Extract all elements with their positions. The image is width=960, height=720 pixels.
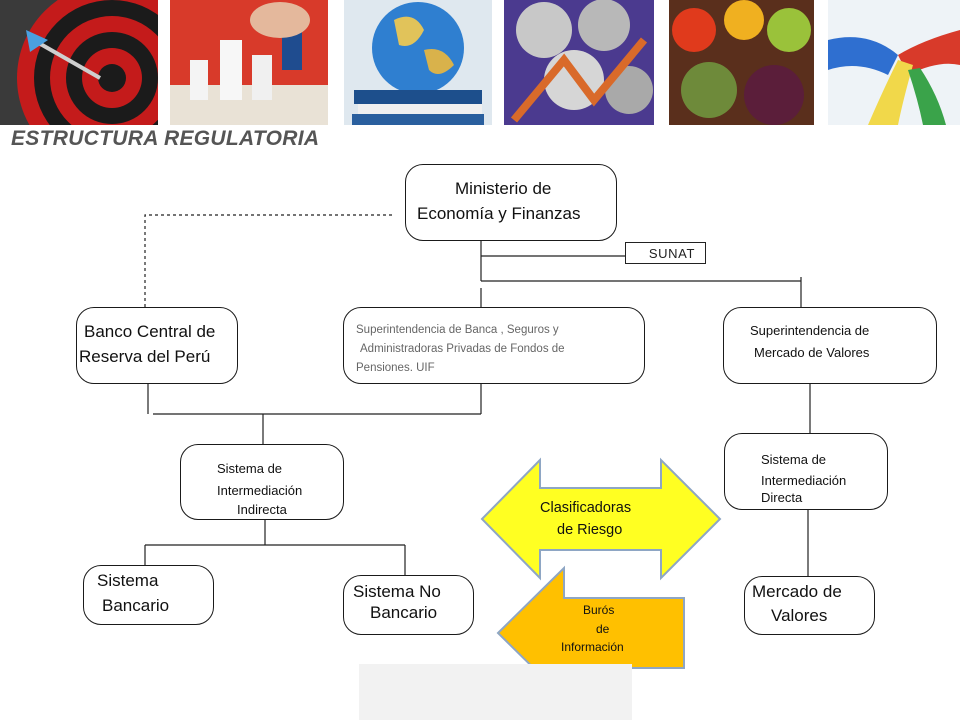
dartboard-photo [0, 0, 158, 125]
bcrp-line2: Reserva del Perú [79, 347, 211, 366]
mef-line1: Ministerio de [455, 179, 552, 198]
nobancario-line2: Bancario [370, 603, 438, 622]
vegetables-photo [669, 0, 814, 125]
sbs-line1: Superintendencia de Banca , Seguros y [356, 324, 559, 336]
sii-line2: Intermediación [217, 483, 303, 498]
buros-line3: Información [561, 640, 624, 654]
node-mef [405, 164, 617, 241]
node-sbs [343, 307, 645, 384]
coins-photo [504, 0, 654, 125]
node-sistema-bancario [83, 565, 214, 625]
node-intermediacion-directa [724, 433, 888, 510]
mef-line2: Economía y Finanzas [417, 204, 581, 223]
smv-line1: Superintendencia de [750, 323, 870, 338]
sid-line1: Sistema de [761, 452, 827, 467]
mercado-line1: Mercado de [752, 582, 842, 601]
sii-line1: Sistema de [217, 461, 283, 476]
chess-photo [170, 0, 328, 125]
node-sistema-no-bancario [343, 575, 474, 635]
sid-line2: Intermediación [761, 473, 847, 488]
sid-line3: Directa [761, 490, 803, 505]
node-mercado-valores [744, 576, 875, 635]
node-smv [723, 307, 937, 384]
buros-line2: de [596, 622, 610, 636]
bancario-line1: Sistema [97, 571, 159, 590]
globe-photo [344, 0, 492, 125]
smv-line2: Mercado de Valores [754, 345, 870, 360]
clasificadoras-arrow [480, 457, 722, 581]
clasificadoras-line2: de Riesgo [557, 522, 623, 538]
hands-photo [828, 0, 960, 125]
footer-panel [359, 664, 632, 720]
node-intermediacion-indirecta [180, 444, 344, 520]
sbs-line3: Pensiones. UIF [356, 362, 435, 374]
bcrp-line1: Banco Central de [84, 322, 216, 341]
nobancario-line1: Sistema No [353, 582, 441, 601]
node-sunat: SUNAT [625, 242, 706, 264]
node-bcrp [76, 307, 238, 384]
sbs-line2: Administradoras Privadas de Fondos de [360, 343, 565, 355]
page-title: ESTRUCTURA REGULATORIA [11, 127, 320, 150]
sii-line3: Indirecta [237, 502, 287, 517]
buros-line1: Burós [583, 603, 615, 617]
clasificadoras-line1: Clasificadoras [540, 500, 632, 516]
mercado-line2: Valores [771, 606, 828, 625]
bancario-line2: Bancario [102, 596, 170, 615]
